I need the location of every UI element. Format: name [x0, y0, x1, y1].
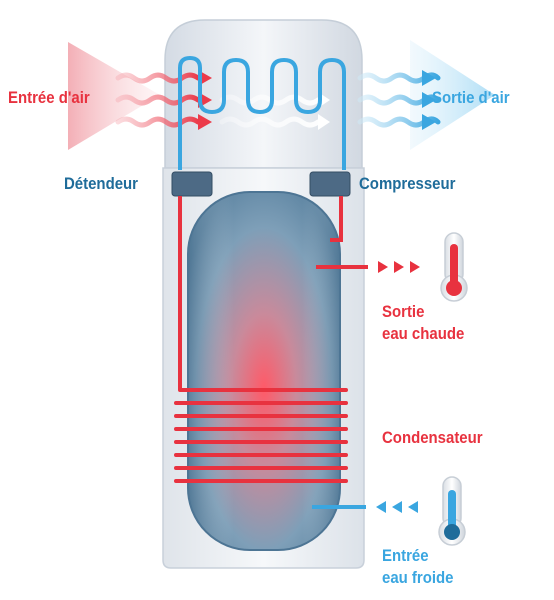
air-inlet-label: Entrée d'air [8, 88, 90, 107]
heat-pump-housing [164, 19, 363, 169]
hot-water-label-line1: Sortie [382, 302, 425, 321]
water-tank [187, 191, 341, 551]
thermometer-cold-icon [438, 476, 466, 546]
cold-water-inlet [312, 501, 418, 513]
compressor-label: Compresseur [359, 174, 456, 193]
refrigerant-pipes [178, 196, 343, 390]
hot-water-label-line2: eau chaude [382, 324, 465, 343]
evaporator-coil [178, 56, 346, 170]
air-outlet-label: Sortie d'air [432, 88, 510, 107]
condenser-coil [174, 388, 348, 483]
expander-label: Détendeur [64, 174, 138, 193]
compressor-block [309, 171, 351, 197]
expander-block [171, 171, 213, 197]
condenser-label: Condensateur [382, 428, 483, 447]
thermometer-hot-icon [440, 232, 468, 302]
incoming-air-arrows [115, 70, 212, 130]
outgoing-air-arrows [357, 70, 441, 130]
air-inlet-funnel [68, 42, 160, 150]
hot-water-outlet [316, 261, 420, 273]
cold-water-label-line1: Entrée [382, 546, 429, 565]
cold-water-label-line2: eau froide [382, 568, 454, 587]
